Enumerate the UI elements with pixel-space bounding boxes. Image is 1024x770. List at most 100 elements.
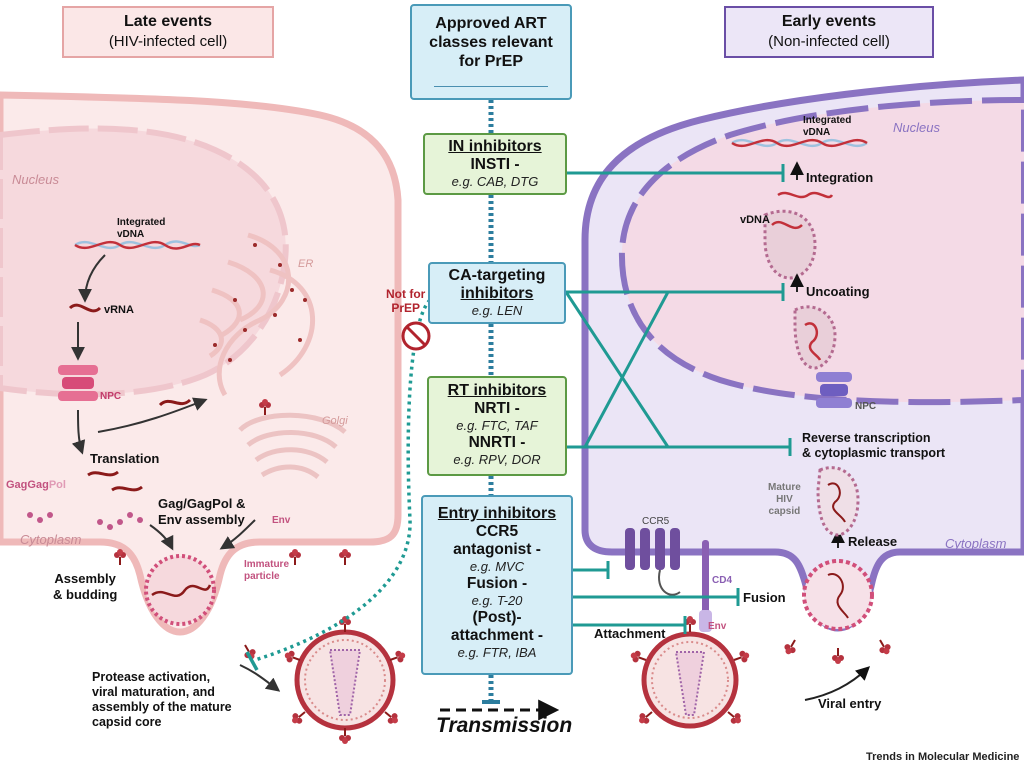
reverse-transcription-label: Reverse transcription & cytoplasmic tran…	[802, 431, 945, 461]
gag-gagpol-label: GagGagPol	[6, 479, 66, 491]
in-inhibitors-title: IN inhibitors	[448, 138, 542, 155]
cd4-receptor	[699, 540, 712, 632]
right-integrated-line1: Integrated	[803, 115, 852, 126]
ccr5-line2: antagonist -	[453, 541, 541, 558]
budding-line1: Assembly	[54, 571, 116, 586]
insti-examples: e.g. CAB, DTG	[451, 174, 539, 189]
nrti-examples: e.g. FTC, TAF	[456, 418, 538, 433]
not-for-prep-line2: PrEP	[391, 301, 420, 315]
vrna-er	[158, 398, 192, 407]
fusing-virion	[780, 559, 895, 665]
mature-capsid	[816, 466, 860, 537]
vdna-label: vDNA	[740, 214, 770, 226]
golgi-shape	[238, 412, 347, 480]
mature-capsid-label: Mature HIV capsid	[768, 482, 801, 518]
npc-left	[58, 365, 98, 401]
ccr5-examples: e.g. MVC	[469, 559, 525, 574]
left-cytoplasm-label: Cytoplasm	[20, 532, 82, 547]
gagpol-gag-text: Gag	[27, 479, 49, 491]
left-nucleus-label: Nucleus	[12, 172, 59, 187]
art-title-line3: for PrEP	[458, 53, 523, 70]
er-ribosomes	[213, 243, 307, 362]
assembly-budding-label: Assembly & budding	[53, 571, 117, 603]
inhibition-lines	[564, 164, 792, 634]
left-integrated-line1: Integrated	[117, 217, 166, 228]
protease-line4: capsid core	[92, 715, 162, 729]
fusion-step-label: Fusion	[743, 590, 786, 605]
nnrti-examples: e.g. RPV, DOR	[453, 452, 541, 467]
env-label-right: Env	[708, 621, 727, 632]
release-label: Release	[848, 534, 898, 549]
immature-line2: particle	[244, 571, 280, 582]
protease-line2: viral maturation, and	[92, 685, 215, 699]
left-arrows	[71, 254, 281, 692]
left-integrated-vdna-label: Integrated vDNA	[117, 217, 165, 241]
art-title-line1: Approved ART	[435, 15, 547, 32]
not-for-prep-label: Not for PrEP	[386, 287, 425, 315]
ca-title-line1: CA-targeting	[448, 267, 546, 284]
golgi-label: Golgi	[322, 415, 348, 427]
budding-particle	[144, 554, 216, 626]
translation-label: Translation	[90, 451, 160, 466]
early-events-subtitle: (Non-infected cell)	[768, 33, 890, 50]
protease-label: Protease activation, viral maturation, a…	[92, 670, 232, 730]
integration-label: Integration	[806, 170, 874, 185]
late-events-title: Late events	[123, 13, 213, 30]
uninfected-cell	[581, 76, 1024, 729]
late-events-subtitle: (HIV-infected cell)	[108, 33, 228, 50]
assembly-line2: Env assembly	[158, 512, 245, 527]
early-events-title: Early events	[781, 13, 877, 30]
attachment-label: Attachment	[594, 626, 666, 641]
entry-inhibitors-title: Entry inhibitors	[437, 505, 557, 522]
early-events-header: Early events (Non-infected cell)	[724, 6, 934, 58]
vdna-fragment	[777, 191, 834, 199]
left-npc-label: NPC	[100, 391, 122, 402]
protease-line3: assembly of the mature	[92, 700, 232, 714]
er-shape	[199, 232, 315, 397]
right-nucleus-label: Nucleus	[893, 120, 940, 135]
post-attachment-examples: e.g. FTR, IBA	[457, 645, 537, 660]
art-classes-box: Approved ART classes relevant for PrEP	[410, 4, 572, 100]
rt-inhibitors-title: RT inhibitors	[447, 382, 547, 399]
not-for-prep-line1: Not for	[386, 287, 426, 301]
in-inhibitors-box: IN inhibitors INSTI - e.g. CAB, DTG	[423, 133, 567, 195]
viral-entry-label: Viral entry	[818, 696, 882, 711]
right-npc-label: NPC	[855, 401, 877, 412]
uncoating-label: Uncoating	[806, 284, 870, 299]
nnrti-label: NNRTI -	[468, 434, 526, 451]
vrna-label: vRNA	[104, 304, 134, 316]
right-integrated-line2: vDNA	[803, 127, 831, 138]
ca-examples: e.g. LEN	[471, 303, 523, 318]
mature-line1: Mature	[768, 482, 801, 493]
transmission-label: Transmission	[436, 714, 573, 737]
npc-right	[816, 372, 852, 408]
assembly-label: Gag/GagPol & Env assembly	[158, 496, 245, 528]
fusion-examples: e.g. T-20	[471, 593, 523, 608]
ccr5-receptor	[625, 528, 681, 596]
immature-line1: Immature	[244, 559, 290, 570]
integrated-vdna-right	[731, 138, 868, 148]
insti-label: INSTI -	[470, 156, 520, 173]
mature-line2: HIV	[776, 494, 793, 505]
attaching-virion	[627, 615, 753, 729]
ca-title-line2: inhibitors	[460, 285, 534, 302]
gag-chains	[87, 470, 143, 492]
mature-line3: capsid	[768, 506, 801, 517]
rt-line2: & cytoplasmic transport	[802, 446, 946, 460]
right-cytoplasm-label: Cytoplasm	[945, 536, 1007, 551]
ca-inhibitors-box: CA-targeting inhibitors e.g. LEN	[428, 262, 566, 324]
not-for-prep-path	[245, 298, 432, 671]
entry-inhibitors-box: Entry inhibitors CCR5 antagonist - e.g. …	[421, 495, 573, 675]
nrti-label: NRTI -	[474, 400, 520, 417]
rt-line1: Reverse transcription	[802, 431, 931, 445]
infected-cell	[0, 91, 402, 692]
gag-text: Gag	[6, 479, 28, 491]
protease-line1: Protease activation,	[92, 670, 211, 684]
vrna-strand	[68, 303, 102, 313]
assembly-line1: Gag/GagPol &	[158, 496, 246, 511]
post-attachment-line2: attachment -	[450, 627, 544, 644]
ccr5-line1: CCR5	[475, 523, 519, 540]
late-events-header: Late events (HIV-infected cell)	[62, 6, 274, 58]
